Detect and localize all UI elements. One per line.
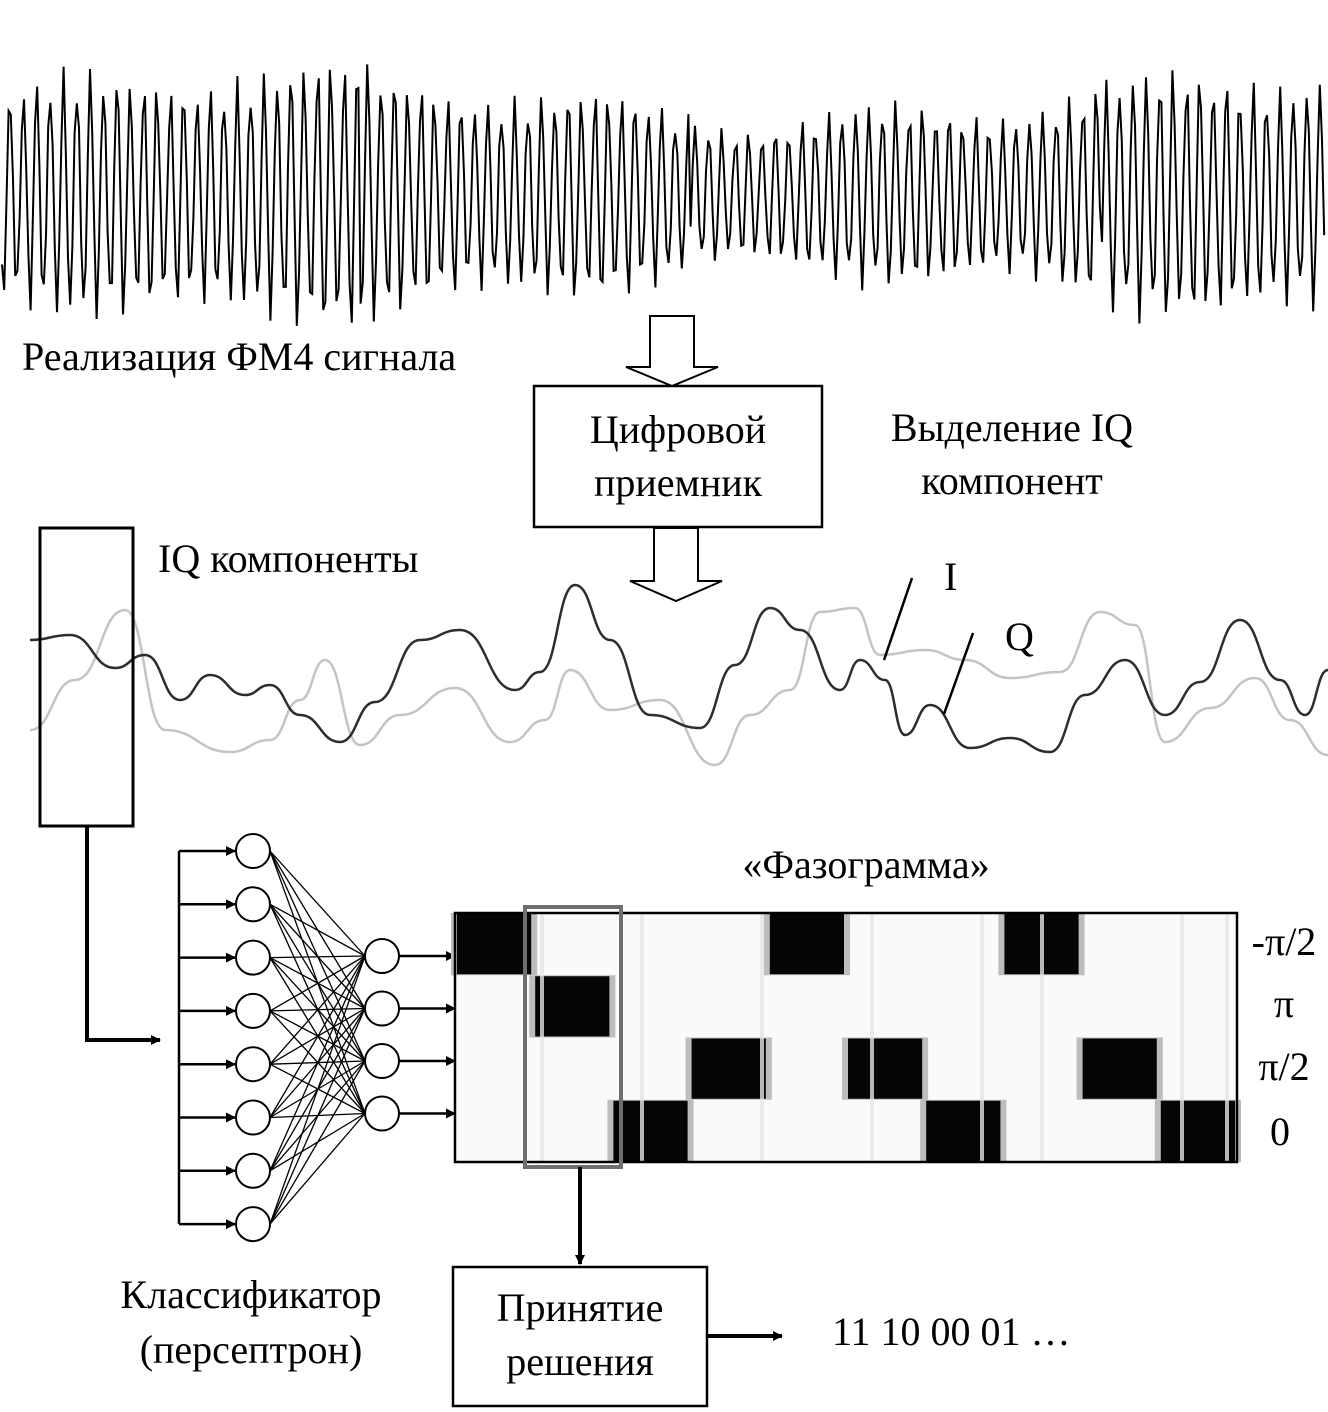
phasogram-streak — [870, 913, 874, 1162]
input-neuron — [235, 1152, 271, 1189]
receiver-label-line1: Цифровой — [590, 407, 766, 452]
phasogram-cell — [769, 914, 844, 975]
phase-label-pi-2: π/2 — [1258, 1044, 1309, 1089]
phasogram-cell — [926, 1100, 1001, 1161]
phasogram-streak — [1225, 913, 1229, 1162]
perceptron-network — [177, 833, 456, 1243]
i-label: I — [944, 554, 957, 599]
network-connection — [269, 955, 366, 1225]
q-component-curve — [29, 606, 1328, 767]
input-neuron — [235, 1046, 271, 1083]
phasogram-cell — [848, 1038, 923, 1099]
phasogram-streak — [1040, 913, 1044, 1162]
output-neuron — [364, 1043, 400, 1079]
phasogram-streak — [980, 913, 984, 1162]
phasogram-cell — [457, 914, 532, 975]
iq-extraction-label-line2: компонент — [921, 458, 1102, 503]
phasogram-streak — [760, 913, 764, 1162]
q-label: Q — [1005, 614, 1034, 659]
output-neuron — [364, 938, 400, 974]
phasogram-grid — [451, 913, 1241, 1162]
network-connection — [269, 903, 366, 957]
input-neuron — [235, 1206, 271, 1243]
network-connection — [269, 955, 366, 1118]
classifier-label-line1: Классификатор — [120, 1272, 381, 1317]
signal-trace — [1, 64, 1326, 326]
network-connection — [269, 1113, 366, 1225]
phase-label-pi: π — [1274, 981, 1294, 1026]
phase-label-minus-pi-2: -π/2 — [1252, 919, 1317, 964]
phasogram-streak — [640, 913, 644, 1162]
hollow-arrow-down-1 — [625, 315, 719, 388]
i-component-curve — [29, 583, 1328, 754]
output-neuron — [364, 990, 400, 1027]
phasogram-cell — [535, 976, 610, 1037]
receiver-label-line2: приемник — [594, 460, 763, 505]
input-neuron — [235, 886, 271, 923]
input-neuron — [235, 939, 271, 976]
output-bits: 11 10 00 01 … — [832, 1309, 1071, 1354]
i-pointer-line — [882, 577, 914, 661]
phasogram-streak — [1180, 913, 1184, 1162]
iq-components-label: IQ компоненты — [158, 536, 419, 581]
decision-block — [451, 1265, 709, 1408]
decision-label-line2: решения — [506, 1339, 654, 1384]
network-connection — [269, 850, 366, 957]
phasogram-cell — [613, 1100, 688, 1161]
network-connection — [269, 1008, 366, 1225]
output-neuron — [364, 1095, 400, 1132]
network-connection — [269, 955, 366, 1065]
classifier-label-line2: (персептрон) — [140, 1327, 363, 1372]
network-connection — [269, 1060, 366, 1225]
input-neuron — [235, 992, 271, 1029]
iq-window-frame — [38, 526, 135, 828]
decision-label-line1: Принятие — [497, 1285, 664, 1330]
phasogram-cell — [691, 1038, 766, 1099]
fm4-signal-waveform — [1, 64, 1326, 326]
input-neuron — [235, 833, 271, 869]
window-to-classifier-connector — [85, 826, 161, 1045]
q-pointer-line — [942, 632, 975, 715]
phasogram-cell — [1160, 1100, 1235, 1161]
digital-receiver-block — [532, 384, 824, 529]
iq-extraction-label-line1: Выделение IQ — [891, 405, 1133, 450]
phasogram-cell — [1082, 1038, 1157, 1099]
network-connection — [269, 955, 366, 1012]
hollow-arrow-down-2 — [629, 527, 723, 603]
network-connection — [269, 955, 366, 959]
input-neuron — [235, 1099, 271, 1136]
phasogram-selection-window — [523, 905, 623, 1169]
phasogram-frame — [453, 911, 1239, 1164]
network-connection — [269, 955, 366, 1172]
signal-label: Реализация ФМ4 сигнала — [22, 334, 456, 379]
phase-label-zero: 0 — [1270, 1109, 1290, 1154]
phasogram-title: «Фазограмма» — [742, 842, 989, 887]
phasogram-streak — [540, 913, 544, 1162]
